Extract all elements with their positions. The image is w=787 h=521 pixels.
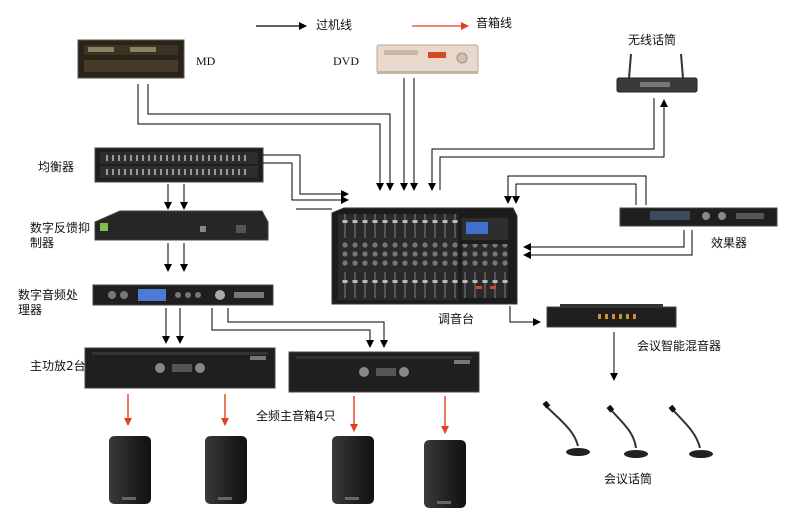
processor-to-amp2-line-1 [211, 308, 374, 348]
wireless-to-mixer-line [428, 98, 655, 191]
equalizer-to-mixer-line-1 [263, 154, 349, 198]
conference-mic-2 [606, 404, 648, 458]
mixer-to-effects-line-1 [523, 230, 685, 251]
equalizer-device [94, 147, 264, 183]
mixer-to-wireless-line [439, 99, 668, 190]
speaker-3 [332, 436, 374, 504]
conference-mic-1 [542, 400, 590, 456]
conference-mixer-device [546, 304, 677, 328]
effects-to-mixer-line-1 [504, 175, 647, 205]
mixer-to-conference-line [509, 306, 541, 326]
dvd-label: DVD [333, 54, 359, 68]
wireless-mic-label: 无线话筒 [628, 33, 677, 47]
speaker-4 [424, 440, 466, 508]
mixer-device [331, 207, 518, 305]
audio-processor-label: 数字音频处理器 [18, 288, 79, 317]
conference-mixer-label: 会议智能混音器 [637, 339, 722, 353]
speaker-2 [205, 436, 247, 504]
effects-label: 效果器 [711, 236, 748, 250]
amplifier-1-device [84, 347, 276, 389]
feedback-suppressor-label: 数字反馈抑制器 [30, 221, 91, 250]
md-label: MD [196, 54, 216, 68]
mixer-to-effects-line-2 [523, 230, 693, 259]
md-to-mixer-line-2 [147, 84, 394, 191]
conference-mics-label: 会议话筒 [604, 472, 653, 486]
md-to-mixer-line-1 [137, 84, 384, 191]
speakers-label: 全频主音箱4只 [256, 409, 336, 423]
mixer-label: 调音台 [438, 312, 475, 326]
dvd-device [376, 44, 479, 74]
speaker-1 [109, 436, 151, 504]
audio-processor-device [92, 284, 274, 306]
wireless-mic-device [616, 53, 698, 93]
legend-signal-label: 过机线 [316, 18, 353, 32]
processor-to-amp2-line-2 [227, 308, 388, 348]
equalizer-label: 均衡器 [38, 160, 75, 174]
effects-device [619, 207, 778, 227]
main-amps-label: 主功放2台 [30, 359, 86, 373]
feedback-suppressor-device [94, 210, 269, 241]
equalizer-to-mixer-line-2 [263, 162, 349, 204]
effects-to-mixer-line-2 [512, 183, 637, 205]
conference-mic-3 [668, 404, 713, 458]
amplifier-2-device [288, 351, 480, 393]
md-device [77, 39, 185, 79]
legend-speaker-label: 音箱线 [476, 16, 513, 30]
